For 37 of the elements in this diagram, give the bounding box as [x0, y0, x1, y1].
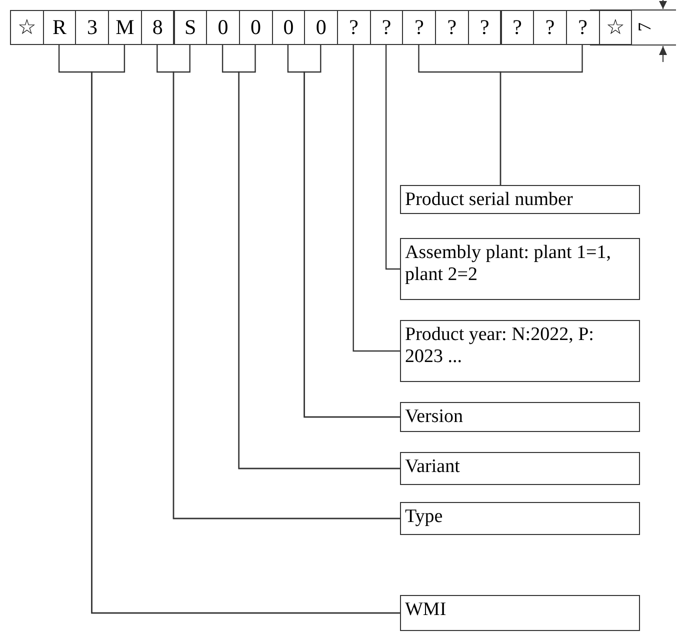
- code-cell: ?: [370, 10, 404, 45]
- code-cell: 0: [206, 10, 240, 45]
- code-cell: ?: [500, 10, 534, 45]
- description-box: [400, 452, 640, 485]
- description-text: WMI: [405, 599, 448, 621]
- code-cell: ?: [533, 10, 567, 45]
- description-text: Version: [405, 406, 464, 428]
- description-box: [400, 402, 640, 432]
- connector-line: [352, 45, 400, 352]
- connector-line: [385, 45, 400, 270]
- code-cell: 0: [238, 10, 273, 45]
- code-cell: ?: [435, 10, 469, 45]
- description-box: [400, 238, 640, 300]
- description-box: [400, 320, 640, 382]
- connector-line: [500, 45, 583, 185]
- code-cell: 0: [272, 10, 306, 45]
- code-cell: ?: [402, 10, 436, 45]
- description-box: [400, 595, 640, 631]
- code-cell: ☆: [598, 10, 632, 45]
- code-cell: 0: [304, 10, 338, 45]
- description-text: Type: [405, 506, 444, 528]
- dimension-label: 7: [636, 22, 654, 32]
- description-text: Assembly plant: plant 1=1, plant 2=2: [405, 242, 612, 286]
- description-box: [400, 185, 640, 214]
- code-cell: R: [42, 10, 76, 45]
- code-cell: 3: [75, 10, 110, 45]
- code-cell: M: [108, 10, 142, 45]
- code-cell: ?: [468, 10, 502, 45]
- description-text: Product serial number: [405, 189, 574, 211]
- code-cell: 8: [140, 10, 174, 45]
- description-text: Product year: N:2022, P: 2023 ...: [405, 324, 595, 368]
- code-cell: ?: [337, 10, 371, 45]
- code-cell: S: [174, 10, 208, 45]
- code-cell: ☆: [10, 10, 44, 45]
- code-cell: ?: [566, 10, 600, 45]
- description-text: Variant: [405, 456, 461, 478]
- description-box: [400, 502, 640, 535]
